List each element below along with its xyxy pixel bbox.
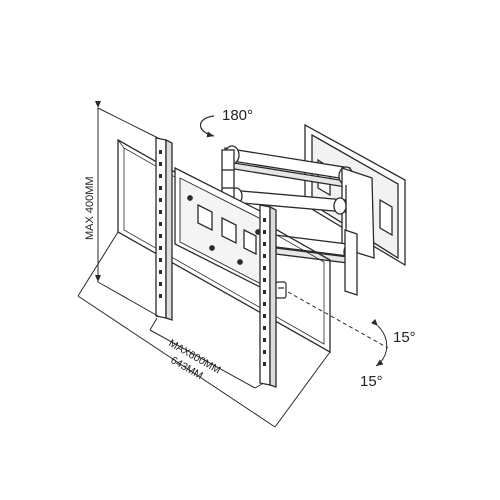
tilt-knob xyxy=(275,281,287,299)
tilt-down-label: 15° xyxy=(360,373,383,390)
tilt-arrows xyxy=(287,291,389,367)
tilt-up-label: 15° xyxy=(393,329,416,346)
width-dimension xyxy=(77,231,331,428)
height-dimension xyxy=(95,101,159,317)
right-vertical-bracket xyxy=(259,204,277,388)
lower-arm xyxy=(274,229,358,296)
rotation-label: 180° xyxy=(222,107,253,124)
height-dimension-label: MAX 400MM xyxy=(84,176,96,240)
rotation-arrow xyxy=(199,115,215,138)
left-vertical-bracket xyxy=(155,137,173,321)
